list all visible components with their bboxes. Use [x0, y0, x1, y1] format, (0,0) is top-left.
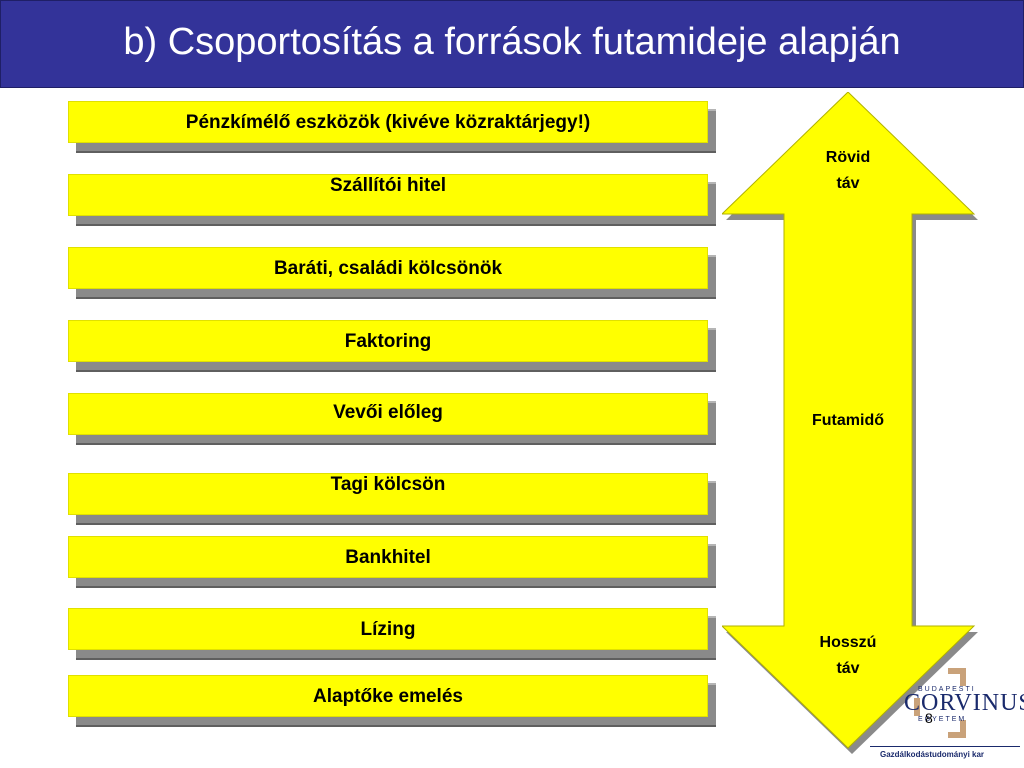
- source-bar-8: Lízing: [68, 608, 720, 660]
- corvinus-logo-mark: [870, 668, 1020, 747]
- arrow-label-middle: Futamidő: [812, 412, 884, 429]
- bar-face: Faktoring: [68, 320, 708, 362]
- logo-text-top: BUDAPESTI: [918, 686, 976, 693]
- source-bar-5: Vevői előleg: [68, 393, 720, 445]
- source-bar-1: Pénzkímélő eszközök (kivéve közraktárjeg…: [68, 101, 720, 153]
- bar-label: Bankhitel: [345, 547, 431, 568]
- bar-face: Alaptőke emelés: [68, 675, 708, 717]
- arrow-label-short-line1: Rövid: [825, 149, 871, 166]
- logo-mark-shape: [914, 698, 920, 716]
- arrow-label-short-line2: táv: [836, 175, 860, 192]
- logo-mark-shape: [870, 746, 1020, 747]
- arrow-label-long: Hosszú táv: [793, 630, 903, 682]
- bar-face: Bankhitel: [68, 536, 708, 578]
- arrow-label-long-line2: táv: [836, 660, 860, 677]
- arrow-body: [722, 92, 976, 749]
- logo-faculty: Gazdálkodástudományi kar: [880, 750, 985, 759]
- bar-label: Baráti, családi kölcsönök: [273, 258, 503, 279]
- source-bar-2: Szállítói hitel: [68, 174, 720, 226]
- source-bar-4: Faktoring: [68, 320, 720, 372]
- bar-face: Tagi kölcsön: [68, 473, 708, 515]
- bar-face: Baráti, családi kölcsönök: [68, 247, 708, 289]
- logo-mark-shape: [960, 720, 966, 738]
- duration-double-arrow: [722, 92, 978, 754]
- logo-mark-shape: [960, 668, 966, 686]
- bar-label: Lízing: [360, 619, 416, 640]
- bar-label: Faktoring: [344, 331, 432, 352]
- source-bar-6: Tagi kölcsön: [68, 473, 720, 525]
- source-bar-7: Bankhitel: [68, 536, 720, 588]
- slide-title: b) Csoportosítás a források futamideje a…: [123, 21, 901, 63]
- bar-label: Pénzkímélő eszközök (kivéve közraktárjeg…: [185, 112, 591, 133]
- bar-face: Szállítói hitel: [68, 174, 708, 216]
- bar-label: Alaptőke emelés: [313, 686, 463, 707]
- arrow-label-short: Rövid táv: [793, 145, 903, 197]
- source-bar-3: Baráti, családi kölcsönök: [68, 247, 720, 299]
- bar-face: Lízing: [68, 608, 708, 650]
- logo-name: CORVINUS: [904, 690, 1024, 716]
- source-bar-9: Alaptőke emelés: [68, 675, 720, 727]
- logo-mark-shape: [948, 668, 966, 674]
- arrow-label-long-line1: Hosszú: [819, 634, 877, 651]
- bar-face: Pénzkímélő eszközök (kivéve közraktárjeg…: [68, 101, 708, 143]
- bar-label: Szállítói hitel: [329, 175, 447, 196]
- bar-face: Vevői előleg: [68, 393, 708, 435]
- page-number: 8: [925, 710, 933, 726]
- bar-label: Vevői előleg: [333, 402, 443, 423]
- logo-mark-shape: [948, 732, 966, 738]
- slide-header: b) Csoportosítás a források futamideje a…: [0, 0, 1024, 88]
- bar-label: Tagi kölcsön: [330, 474, 446, 495]
- logo-text-bottom: EGYETEM: [918, 716, 967, 723]
